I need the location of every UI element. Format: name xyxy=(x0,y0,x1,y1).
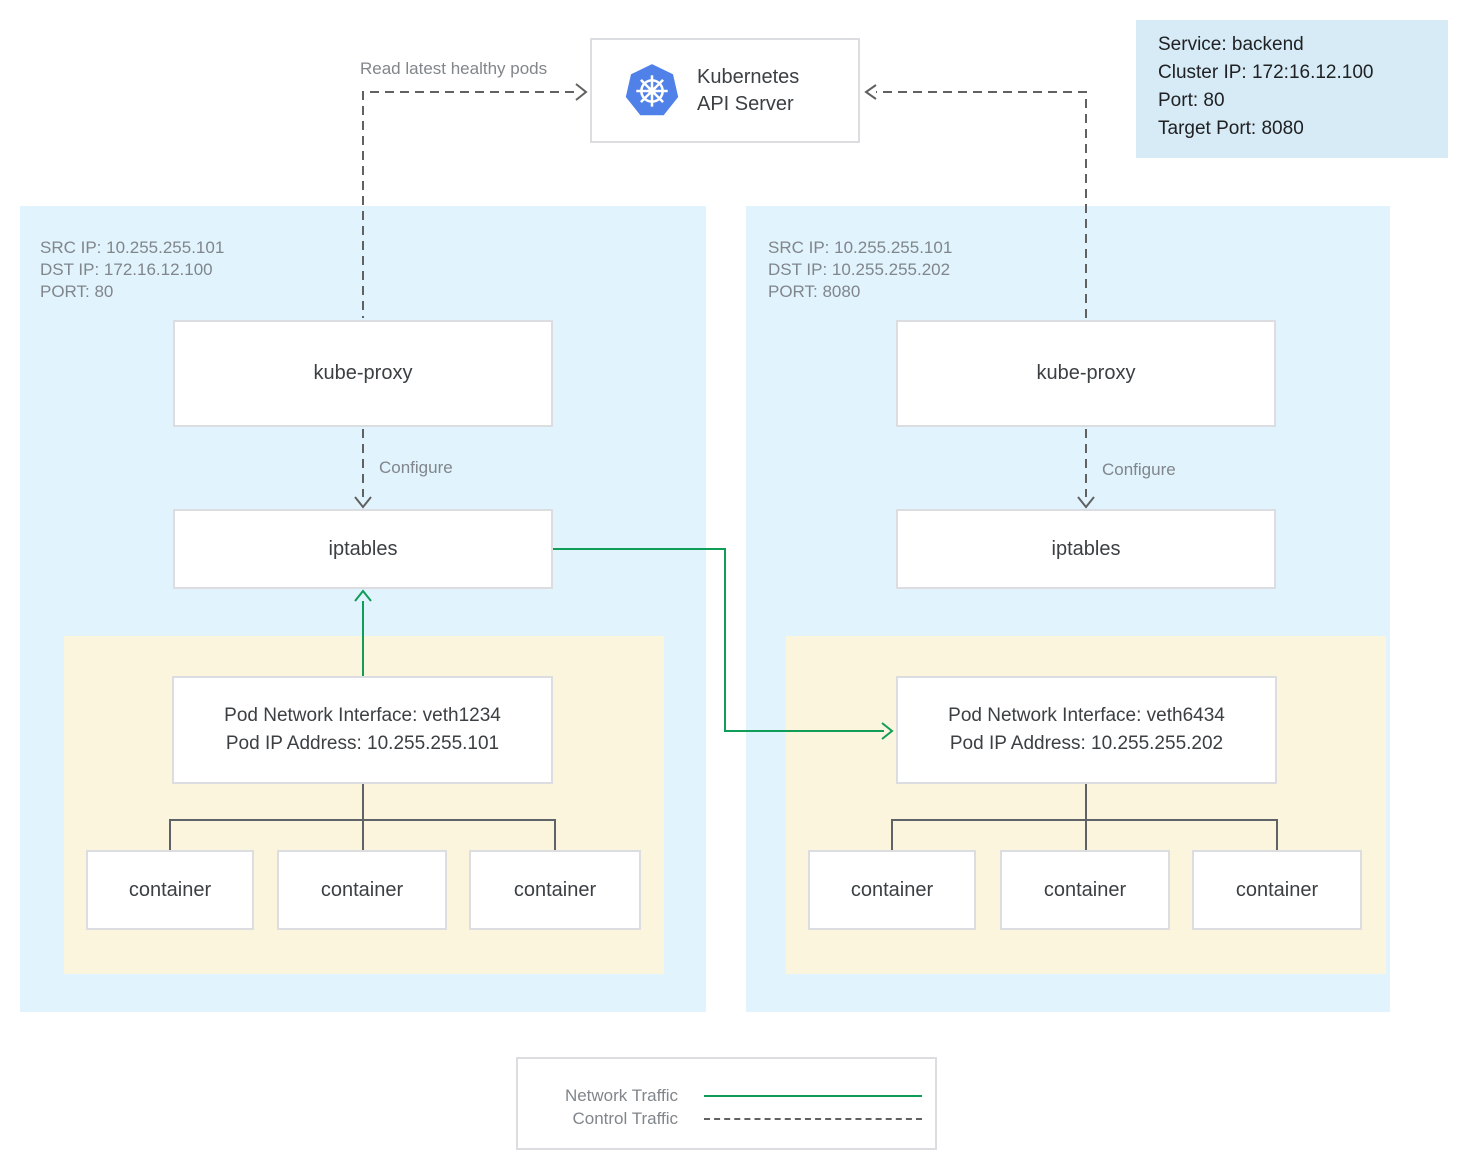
container-box: container xyxy=(86,850,254,930)
pod-tree-left-branch xyxy=(169,819,556,850)
kubernetes-api-server-box: Kubernetes API Server xyxy=(590,38,860,143)
container-box: container xyxy=(277,850,447,930)
container-box: container xyxy=(469,850,641,930)
kube-proxy-box-right: kube-proxy xyxy=(896,320,1276,427)
iptables-label: iptables xyxy=(328,537,398,560)
legend-control-line-sample xyxy=(704,1117,922,1120)
legend-box: Network Traffic Control Traffic xyxy=(516,1057,937,1150)
container-box: container xyxy=(1192,850,1362,930)
service-port: Port: 80 xyxy=(1158,90,1225,111)
iptables-label: iptables xyxy=(1051,537,1121,560)
service-cluster-ip: Cluster IP: 172:16.12.100 xyxy=(1158,62,1374,83)
control-edge-right-line xyxy=(876,91,1087,318)
container-label: container xyxy=(850,878,934,901)
service-name: Service: backend xyxy=(1158,34,1304,55)
configure-label-right: Configure xyxy=(1102,460,1176,479)
container-label: container xyxy=(1235,878,1319,901)
kube-proxy-label: kube-proxy xyxy=(313,362,413,384)
network-edge-pod-to-iptables-arrowhead xyxy=(354,589,372,602)
pod-ip-label: Pod IP Address: 10.255.255.101 xyxy=(225,733,500,754)
read-latest-healthy-pods-label: Read latest healthy pods xyxy=(360,59,548,78)
pod-interface-label: Pod Network Interface: veth6434 xyxy=(948,705,1225,726)
node-right-ip-header: SRC IP: 10.255.255.101 DST IP: 10.255.25… xyxy=(768,238,953,301)
pod-tree-right-branch xyxy=(891,819,1278,850)
container-label: container xyxy=(320,878,404,901)
service-info-card: Service: backend Cluster IP: 172:16.12.1… xyxy=(1136,20,1448,158)
legend-row-control: Control Traffic xyxy=(518,1107,935,1130)
iptables-box-right: iptables xyxy=(896,509,1276,589)
configure-edge-left-arrowhead xyxy=(354,496,372,509)
container-label: container xyxy=(1043,878,1127,901)
legend-row-network: Network Traffic xyxy=(518,1084,935,1107)
configure-edge-right-arrowhead xyxy=(1077,496,1095,509)
pod-ip-label: Pod IP Address: 10.255.255.202 xyxy=(949,733,1224,754)
container-box: container xyxy=(1000,850,1170,930)
control-edge-left-line xyxy=(362,91,574,318)
kube-proxy-label: kube-proxy xyxy=(1036,362,1136,384)
iptables-box-left: iptables xyxy=(173,509,553,589)
legend-control-label: Control Traffic xyxy=(572,1108,678,1128)
control-edge-right-arrowhead xyxy=(864,84,877,100)
kube-proxy-box-left: kube-proxy xyxy=(173,320,553,427)
service-target-port: Target Port: 8080 xyxy=(1158,118,1304,139)
network-edge-iptables-to-pod-line xyxy=(553,548,884,732)
legend-network-line-sample xyxy=(704,1094,922,1097)
pod-interface-label: Pod Network Interface: veth1234 xyxy=(224,705,501,726)
configure-label-left: Configure xyxy=(379,458,453,477)
control-edge-left-arrowhead xyxy=(575,83,588,101)
kubernetes-helm-icon xyxy=(625,63,679,115)
node-left-ip-header: SRC IP: 10.255.255.101 DST IP: 172.16.12… xyxy=(40,238,225,301)
network-edge-iptables-to-pod-arrowhead xyxy=(881,722,894,740)
legend-network-label: Network Traffic xyxy=(564,1085,678,1105)
container-box: container xyxy=(808,850,976,930)
container-label: container xyxy=(128,878,212,901)
api-server-label: Kubernetes API Server xyxy=(697,65,800,115)
container-label: container xyxy=(513,878,597,901)
pod-network-interface-box-left: Pod Network Interface: veth1234 Pod IP A… xyxy=(172,676,553,784)
pod-network-interface-box-right: Pod Network Interface: veth6434 Pod IP A… xyxy=(896,676,1277,784)
